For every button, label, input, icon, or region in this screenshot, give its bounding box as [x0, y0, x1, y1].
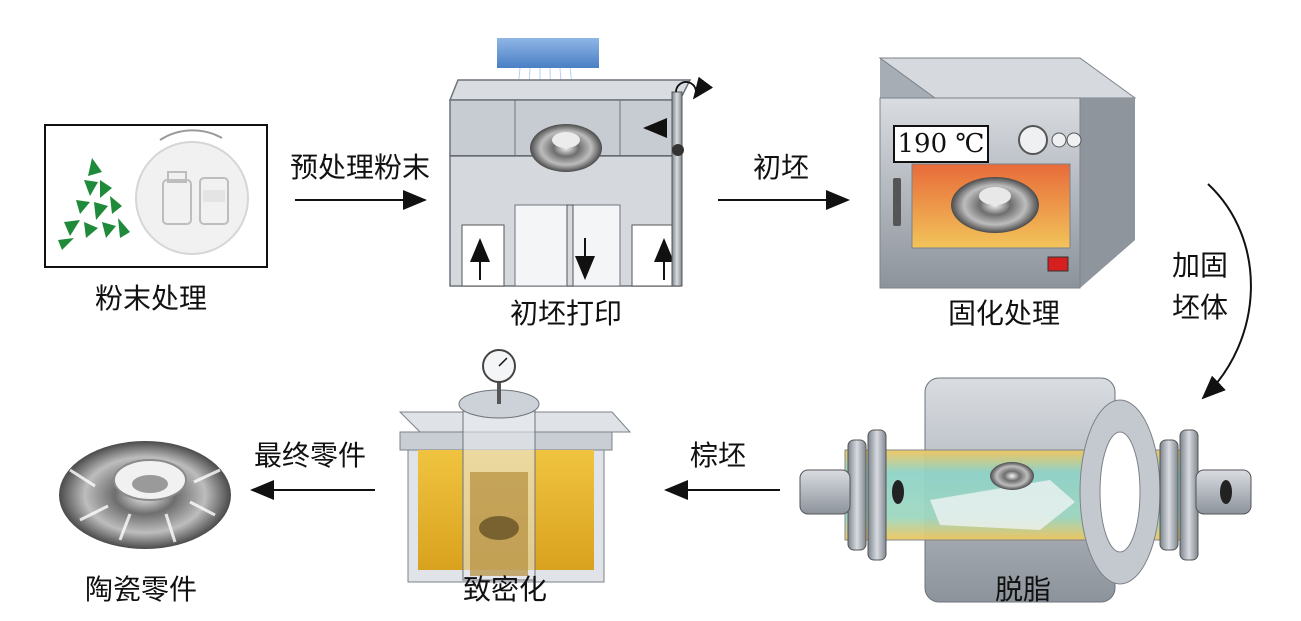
vessel-impeller-icon [479, 516, 519, 540]
arrow-label-brown-body: 棕坯 [690, 439, 747, 472]
stage-label-debind: 脱脂 [995, 573, 1052, 606]
curing-oven [878, 57, 1137, 289]
arrow-label-pretreat-powder: 预处理粉末 [290, 151, 431, 184]
arrow-cure-to-debind [1201, 183, 1252, 400]
stage-label-cure: 固化处理 [948, 297, 1061, 330]
densification-vessel [398, 349, 632, 583]
arrow-label-reinforce-line2: 坯体 [1171, 291, 1228, 324]
ceramic-impeller-icon [59, 441, 231, 549]
arrow-label-final-part: 最终零件 [254, 439, 367, 472]
container-jars-icon [135, 129, 249, 255]
oven-temperature-display: 190 ℃ [893, 125, 989, 163]
stage-label-powder: 粉末处理 [95, 282, 208, 315]
powder-panel [44, 124, 268, 268]
oven-impeller-icon [951, 177, 1039, 233]
arrow-label-reinforce-line1: 加固 [1171, 249, 1228, 282]
impeller-part-icon [530, 124, 602, 172]
arrow-label-green-body: 初坯 [753, 151, 810, 184]
debinding-furnace [799, 377, 1252, 603]
stage-label-part: 陶瓷零件 [85, 573, 198, 606]
printer-machine [448, 38, 714, 287]
furnace-impeller-icon [990, 462, 1034, 490]
powder-triangle-icon [58, 158, 130, 250]
stage-label-densify: 致密化 [463, 573, 548, 606]
stage-label-print: 初坯打印 [510, 297, 623, 330]
